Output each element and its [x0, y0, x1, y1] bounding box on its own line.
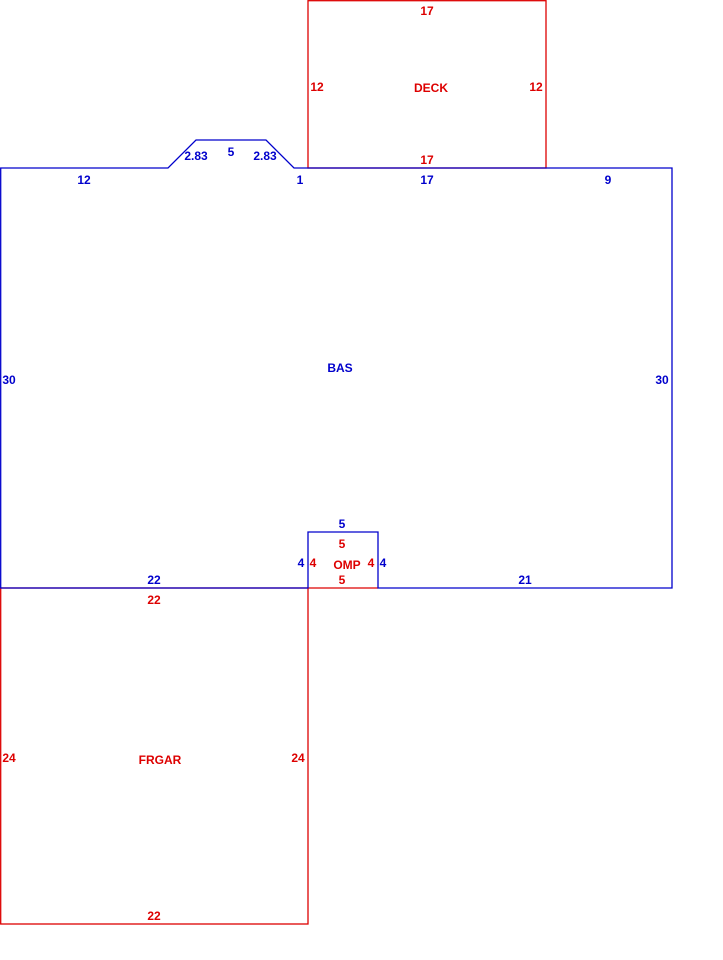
bas-dim-bump-left: 2.83 — [184, 149, 208, 163]
deck-area-label: DECK — [414, 81, 448, 95]
bas-dim-bottom-left: 22 — [147, 573, 161, 587]
frgar-dim-bottom: 22 — [147, 909, 161, 923]
bas-dim-bump-right: 2.83 — [253, 149, 277, 163]
frgar-dim-top: 22 — [147, 593, 161, 607]
bas-outline — [0, 139, 673, 589]
omp-dim-right-blue: 4 — [380, 556, 387, 570]
omp-area-label: OMP — [333, 558, 360, 572]
omp-dim-left-red: 4 — [310, 556, 317, 570]
bas-dim-left: 30 — [2, 373, 16, 387]
omp-dim-right-red: 4 — [368, 556, 375, 570]
bas-area-label: BAS — [327, 361, 352, 375]
bas-dim-top-left: 12 — [77, 173, 91, 187]
omp-dim-bottom-red: 5 — [339, 573, 346, 587]
frgar-dim-right: 24 — [291, 751, 305, 765]
deck-dim-right: 12 — [529, 80, 543, 94]
bas-dim-bump-top: 5 — [228, 145, 235, 159]
bas-dim-top-small: 1 — [297, 173, 304, 187]
omp-dim-top-red: 5 — [339, 537, 346, 551]
deck-dim-top: 17 — [420, 4, 434, 18]
omp-dim-left-blue: 4 — [298, 556, 305, 570]
bas-dim-top-mid: 17 — [420, 173, 434, 187]
bas-dim-bottom-right: 21 — [518, 573, 532, 587]
bas-dim-right: 30 — [655, 373, 669, 387]
omp-dim-top-blue: 5 — [339, 517, 346, 531]
frgar-area-label: FRGAR — [139, 753, 182, 767]
bas-dim-top-right: 9 — [605, 173, 612, 187]
deck-dim-left: 12 — [310, 80, 324, 94]
deck-dim-bottom: 17 — [420, 153, 434, 167]
frgar-dim-left: 24 — [2, 751, 16, 765]
